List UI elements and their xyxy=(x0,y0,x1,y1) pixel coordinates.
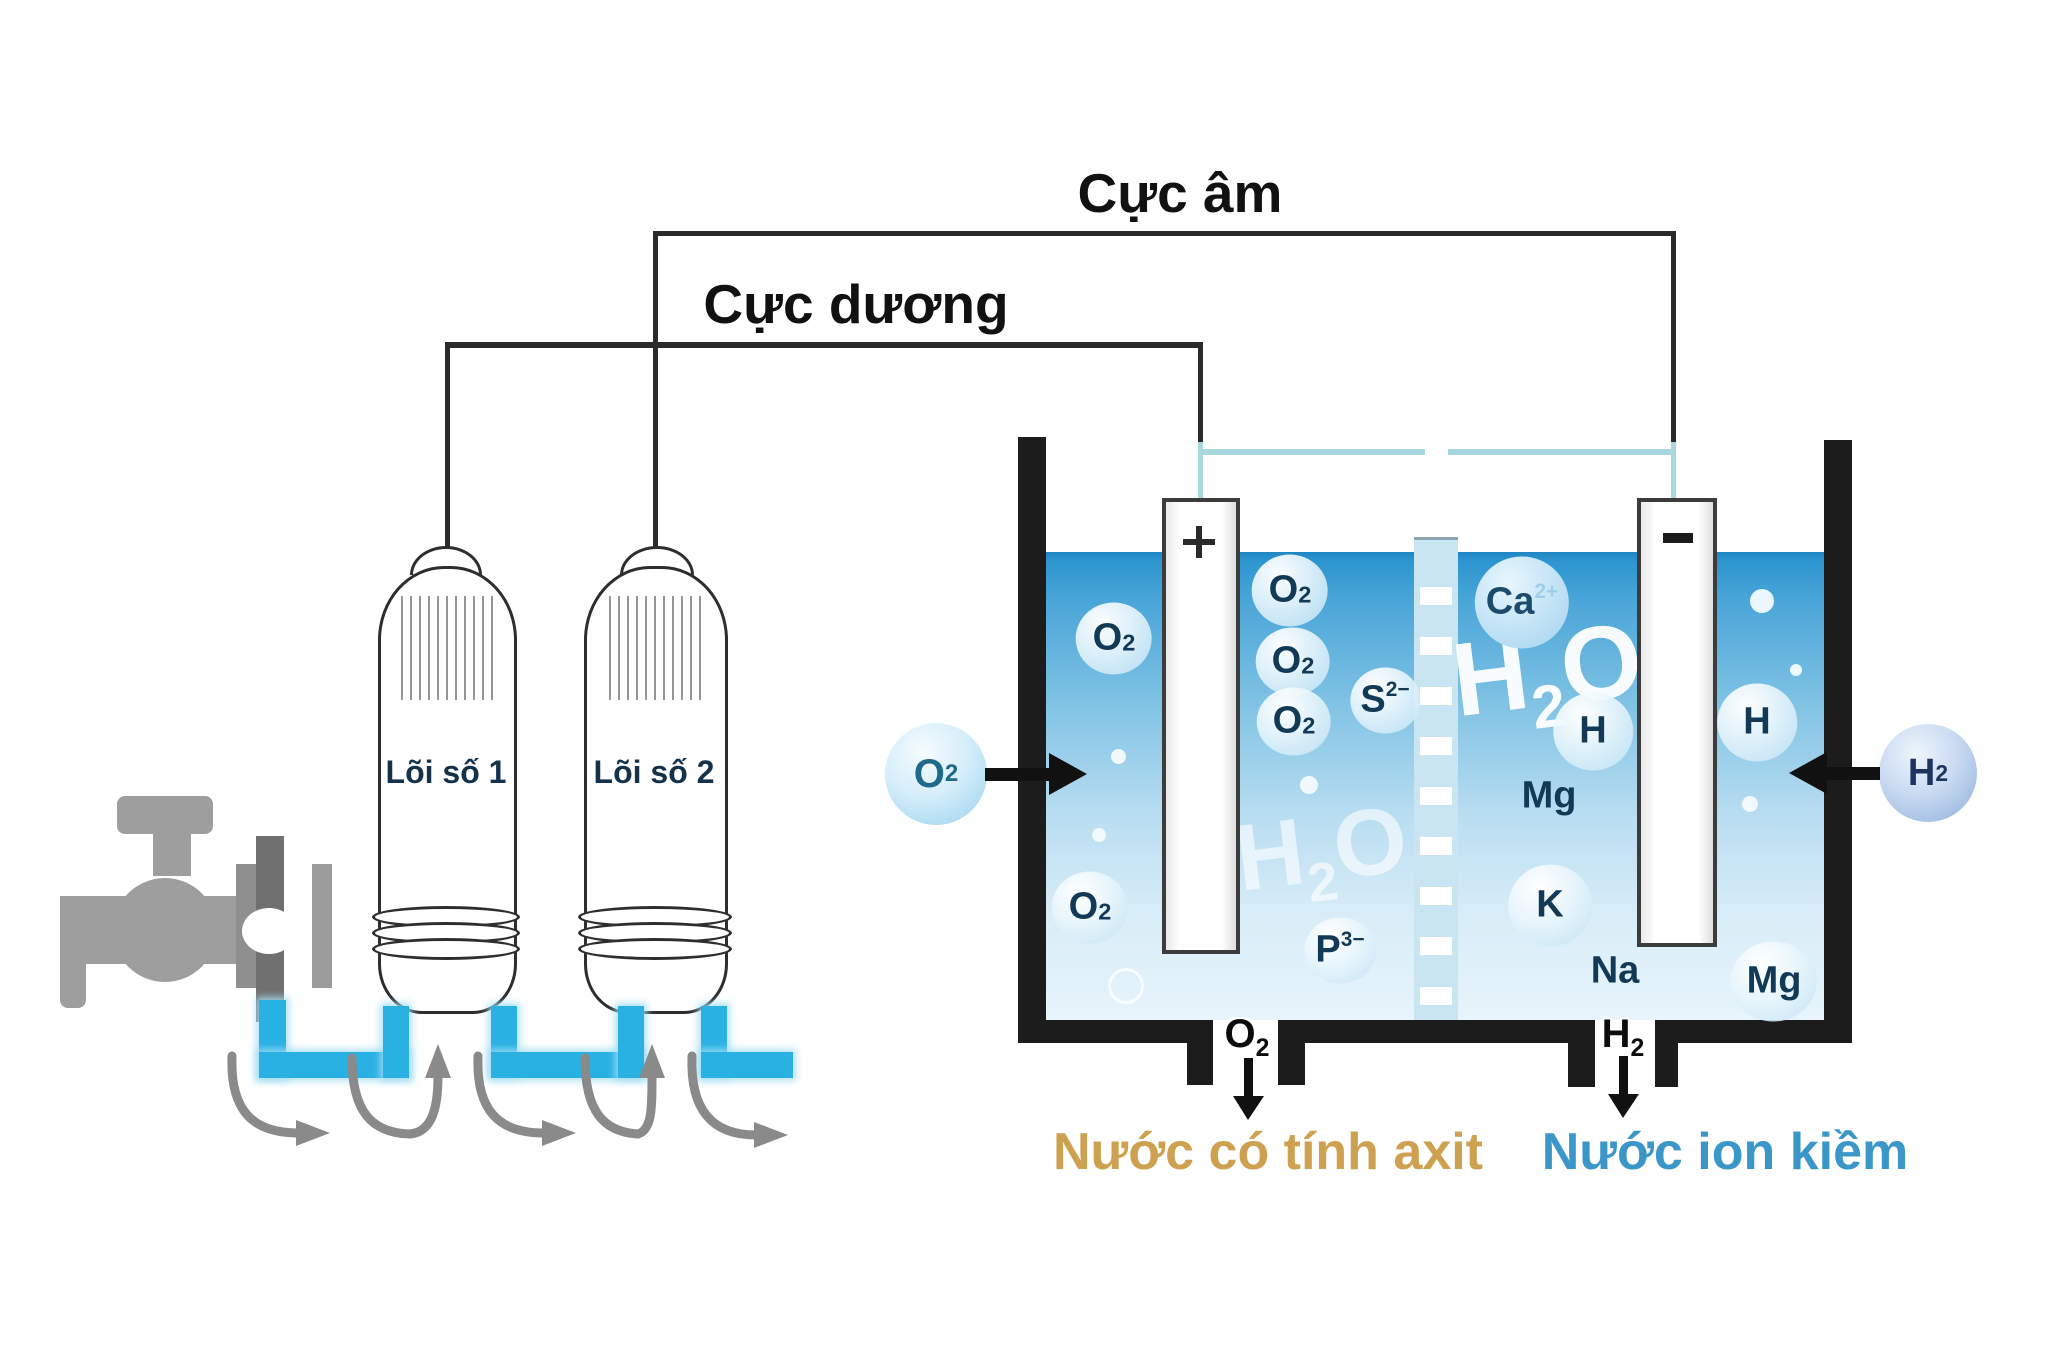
positive-terminal-label: Cực dương xyxy=(703,273,1009,335)
outlet-stub xyxy=(1278,1020,1305,1085)
small-bubble xyxy=(1300,776,1318,794)
ion-bubble xyxy=(1256,687,1331,755)
positive-wire-drop-right xyxy=(1198,342,1203,442)
electrode-link-wire-right xyxy=(1448,449,1676,455)
tank-bottom-left xyxy=(1018,1020,1213,1043)
ion-bubble xyxy=(1304,917,1376,983)
negative-wire-horizontal xyxy=(655,231,1676,236)
small-bubble xyxy=(1111,749,1126,764)
wm-h: H xyxy=(1229,798,1311,911)
filter2-pleats xyxy=(602,596,708,700)
filter2-label: Lõi số 2 xyxy=(593,754,715,790)
tank-left-wall xyxy=(1018,437,1046,1043)
ion-mg: Mg xyxy=(1731,941,1817,1021)
positive-wire-drop-left xyxy=(445,342,450,548)
ion-bubble xyxy=(1507,864,1592,946)
tank-bottom-middle xyxy=(1278,1020,1595,1043)
small-bubble xyxy=(1092,828,1106,842)
filter2-thread-ring xyxy=(578,938,732,960)
ion-bubble xyxy=(1716,683,1797,761)
faucet-spout xyxy=(60,896,86,1008)
ion-h: H xyxy=(1552,692,1633,770)
ion-bubble xyxy=(1552,692,1633,770)
ion-bubble xyxy=(1350,667,1420,733)
acidic-water-label: Nước có tính axit xyxy=(1052,1123,1483,1181)
alkaline-water-label: Nước ion kiềm xyxy=(1541,1123,1909,1181)
ion-bubble xyxy=(1475,556,1569,648)
electrode-link-drop-negative xyxy=(1671,442,1676,502)
faucet-handle-bar xyxy=(117,796,213,834)
o2-outlet-label: O2 xyxy=(1224,1012,1270,1062)
membrane-dashes xyxy=(1420,555,1452,1015)
ion-h: H xyxy=(1716,683,1797,761)
faint-bubble xyxy=(1108,968,1144,1004)
pipe-filter2-in xyxy=(618,1006,644,1078)
fitting-right-plate xyxy=(312,864,332,988)
filter1-pleats xyxy=(394,596,498,700)
ion-k: K xyxy=(1507,864,1592,946)
ion-bubble xyxy=(1731,941,1817,1021)
wm-o: O xyxy=(1327,785,1413,899)
tank-right-wall xyxy=(1824,440,1852,1043)
outlet-stub xyxy=(1187,1020,1213,1085)
filter1-thread-ring xyxy=(372,938,520,960)
ion-bubble xyxy=(1075,602,1152,674)
tank-bottom-right xyxy=(1655,1020,1852,1043)
small-bubble xyxy=(1742,796,1758,812)
outlet-stub xyxy=(1568,1020,1595,1087)
electrode-link-wire-left xyxy=(1198,449,1425,455)
pipe-filter1-in xyxy=(383,1006,409,1078)
faucet-handle-stem xyxy=(153,830,191,876)
negative-electrode xyxy=(1637,498,1717,947)
pipe-outlet-run xyxy=(701,1052,793,1078)
electrode-link-drop-positive xyxy=(1198,442,1203,502)
positive-electrode xyxy=(1162,498,1240,954)
ion-bubble xyxy=(1051,871,1128,943)
outlet-stub xyxy=(1655,1020,1678,1087)
small-bubble xyxy=(1750,589,1774,613)
negative-wire-drop-left xyxy=(653,231,658,548)
ion-bubble xyxy=(1255,627,1330,695)
fitting-union-nut xyxy=(242,908,296,954)
h2o-watermark-acid: H2O xyxy=(1230,785,1415,924)
h2-outlet-label: H2 xyxy=(1601,1012,1645,1062)
small-bubble xyxy=(1790,664,1802,676)
filter1-label: Lõi số 1 xyxy=(385,754,507,790)
ion-bubble xyxy=(1251,554,1328,626)
ion-mg: Mg xyxy=(1521,774,1577,817)
negative-wire-drop-right xyxy=(1671,231,1676,442)
faucet-valve xyxy=(113,878,217,982)
negative-terminal-label: Cực âm xyxy=(1077,162,1283,224)
positive-wire-horizontal xyxy=(447,342,1203,348)
ion-na: Na xyxy=(1590,949,1640,992)
